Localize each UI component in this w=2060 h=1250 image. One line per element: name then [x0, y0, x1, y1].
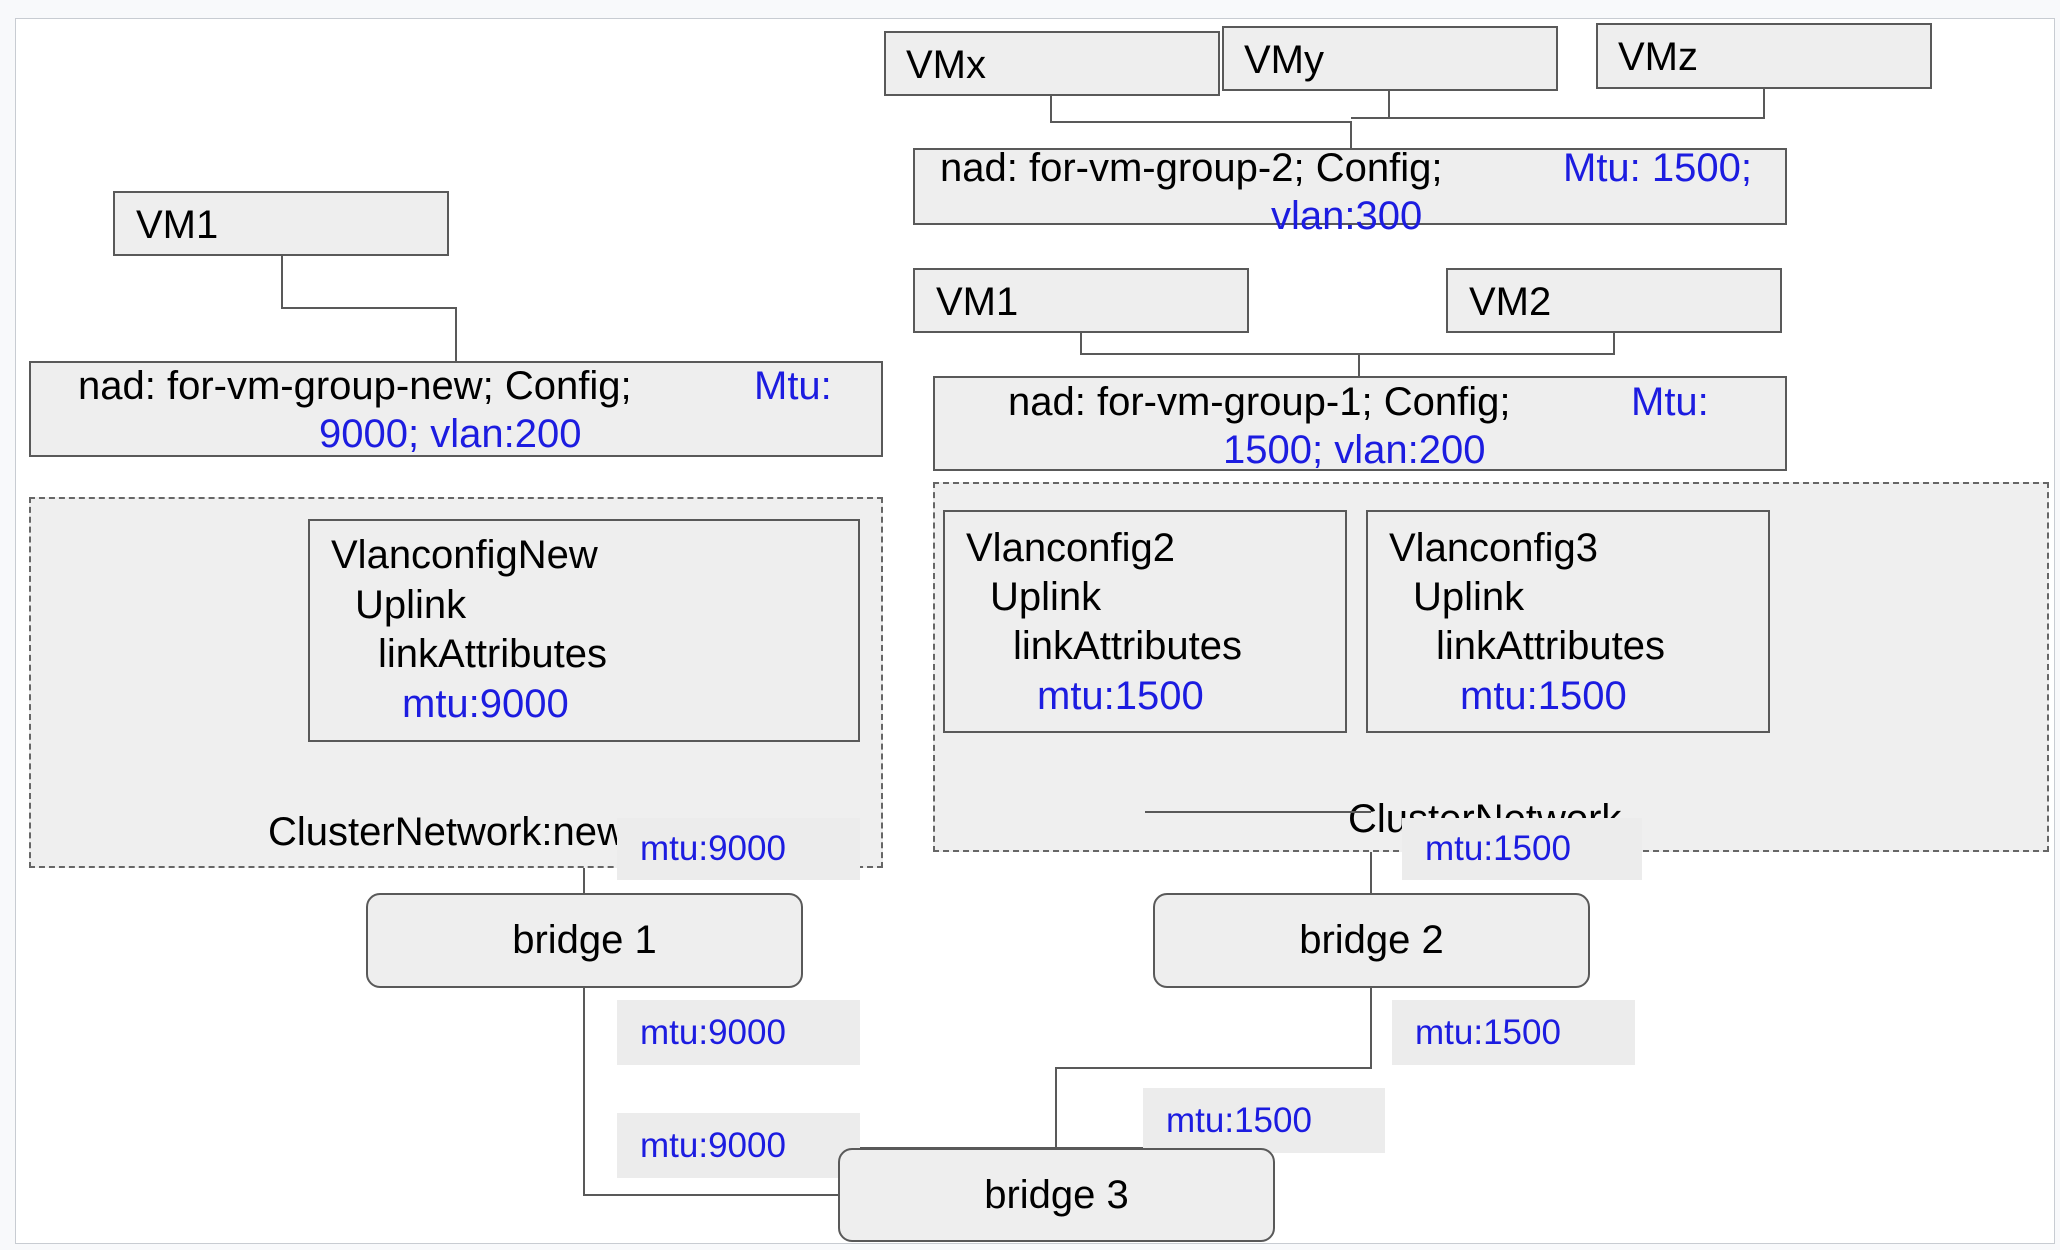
- cluster-network-new-label-clip: ClusterNetwork:new: [264, 806, 624, 864]
- vlanconfig-name: Vlanconfig3: [1389, 526, 1599, 570]
- bridge-2[interactable]: bridge 2: [1153, 893, 1590, 988]
- nad-box-group-1[interactable]: nad: for-vm-group-1; Config; Mtu: 1500; …: [933, 376, 1787, 472]
- link-label-bridge3-right: mtu:1500: [1143, 1088, 1385, 1153]
- link-label-bridge2-down: mtu:1500: [1392, 1000, 1635, 1065]
- vlanconfig2-box[interactable]: Vlanconfig2 Uplink linkAttributes mtu:15…: [943, 510, 1347, 733]
- vm-label: VM1: [936, 280, 1019, 324]
- bridge-1[interactable]: bridge 1: [366, 893, 803, 988]
- nad-mtu: Mtu:: [754, 364, 832, 408]
- cluster-network-label: ClusterNetwork:new: [268, 810, 624, 854]
- bridge-3[interactable]: bridge 3: [838, 1148, 1275, 1242]
- nad-vlan: vlan:300: [1271, 194, 1423, 238]
- vm-box-vmy[interactable]: VMy: [1222, 26, 1558, 91]
- vlanconfig-mtu: mtu:9000: [402, 682, 569, 726]
- cluster-right-mtu-tag: mtu:1500: [1402, 818, 1642, 880]
- vm-box-vm1-left[interactable]: VM1: [113, 191, 449, 256]
- nad-mtu: Mtu: 1500;: [1563, 146, 1753, 190]
- nad-name: nad: for-vm-group-new; Config;: [78, 364, 632, 408]
- wire-vmz-nad2: [1389, 89, 1765, 119]
- vm-label: VM2: [1469, 280, 1552, 324]
- vlanconfig-attrs: linkAttributes: [1436, 624, 1665, 668]
- vlanconfig-attrs: linkAttributes: [1013, 624, 1242, 668]
- nad-box-group-2[interactable]: nad: for-vm-group-2; Config; Mtu: 1500; …: [913, 146, 1787, 238]
- link-label-bridge1-down: mtu:9000: [617, 1000, 860, 1065]
- vlanconfig-uplink: Uplink: [1413, 575, 1525, 619]
- vm-box-vmz[interactable]: VMz: [1596, 23, 1932, 89]
- vm-label: VMz: [1618, 35, 1698, 79]
- vlanconfig3-box[interactable]: Vlanconfig3 Uplink linkAttributes mtu:15…: [1366, 510, 1770, 733]
- nad-mtu: Mtu:: [1631, 380, 1709, 424]
- vm-label: VMx: [906, 43, 986, 87]
- wire-bridge2-bridge3: [1055, 988, 1372, 1148]
- nad-box-group-new[interactable]: nad: for-vm-group-new; Config; Mtu: 9000…: [29, 361, 883, 457]
- vlanconfig-name: VlanconfigNew: [331, 533, 598, 577]
- vlanconfig-new-box[interactable]: VlanconfigNew Uplink linkAttributes mtu:…: [308, 519, 860, 742]
- nad-vlan: 9000; vlan:200: [319, 412, 582, 456]
- vlanconfig-attrs: linkAttributes: [378, 632, 607, 676]
- vm-box-vm1-right[interactable]: VM1: [913, 268, 1249, 333]
- wire-vm1-nad-new: [281, 256, 457, 362]
- wire-vmx-nad2: [1050, 96, 1352, 148]
- vlanconfig-mtu: mtu:1500: [1460, 674, 1627, 718]
- vm-label: VM1: [136, 203, 219, 247]
- vm-label: VMy: [1244, 38, 1324, 82]
- vlanconfig-uplink: Uplink: [990, 575, 1102, 619]
- bridge-label: bridge 2: [1299, 918, 1444, 962]
- bridge-label: bridge 1: [512, 918, 657, 962]
- wire-vm1-nad1: [1080, 333, 1615, 355]
- cluster-new-mtu-tag: mtu:9000: [617, 818, 860, 880]
- vlanconfig-name: Vlanconfig2: [966, 526, 1176, 570]
- vm-box-vm2[interactable]: VM2: [1446, 268, 1782, 333]
- vlanconfig-uplink: Uplink: [355, 583, 467, 627]
- nad-name: nad: for-vm-group-2; Config;: [940, 146, 1443, 190]
- vm-box-vmx[interactable]: VMx: [884, 31, 1220, 96]
- vlanconfig-mtu: mtu:1500: [1037, 674, 1204, 718]
- bridge-label: bridge 3: [984, 1173, 1129, 1217]
- link-label-bridge3-left: mtu:9000: [617, 1113, 860, 1178]
- nad-vlan: 1500; vlan:200: [1223, 428, 1486, 472]
- nad-name: nad: for-vm-group-1; Config;: [1008, 380, 1511, 424]
- wire-bridge1-bridge3: [583, 988, 838, 1196]
